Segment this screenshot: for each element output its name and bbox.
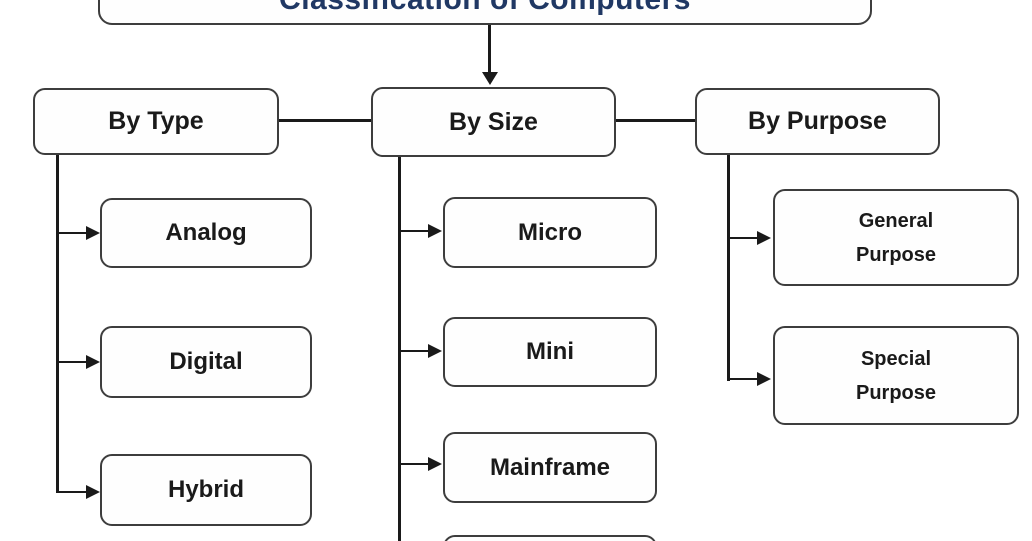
arrowhead-down-icon — [482, 72, 498, 85]
node-analog-label: Analog — [165, 219, 247, 246]
node-by-size-label: By Size — [449, 107, 538, 136]
node-special-purpose-label: Special Purpose — [855, 347, 937, 404]
node-by-size: By Size — [371, 87, 616, 157]
node-digital: Digital — [100, 326, 312, 398]
node-digital-label: Digital — [169, 348, 243, 375]
connector-to-hybrid — [56, 490, 88, 493]
node-general-purpose: General Purpose — [773, 189, 1019, 286]
arrowhead-right-icon — [428, 457, 442, 471]
node-mainframe-label: Mainframe — [489, 453, 611, 481]
arrowhead-right-icon — [757, 372, 771, 386]
branch-line-by-purpose — [727, 155, 730, 381]
node-size-partial — [443, 535, 657, 541]
connector-to-analog — [56, 231, 88, 234]
connector-to-mini — [398, 349, 430, 352]
connector-root-to-bysize — [488, 25, 491, 75]
branch-line-by-size — [398, 157, 401, 541]
node-by-type-label: By Type — [108, 107, 204, 135]
arrowhead-right-icon — [757, 231, 771, 245]
node-micro-label: Micro — [517, 218, 582, 246]
connector-to-digital — [56, 360, 88, 363]
node-mini: Mini — [443, 317, 657, 387]
node-by-purpose: By Purpose — [695, 88, 940, 155]
node-root-label: Classification of Computers — [279, 0, 691, 15]
node-hybrid: Hybrid — [100, 454, 312, 526]
arrowhead-right-icon — [86, 226, 100, 240]
arrowhead-right-icon — [428, 224, 442, 238]
arrowhead-right-icon — [86, 485, 100, 499]
arrowhead-right-icon — [86, 355, 100, 369]
arrowhead-right-icon — [428, 344, 442, 358]
node-root: Classification of Computers — [98, 0, 872, 25]
connector-to-general-purpose — [727, 236, 759, 239]
node-by-type: By Type — [33, 88, 279, 155]
connector-bytype-bysize — [279, 119, 371, 122]
node-mainframe: Mainframe — [443, 432, 657, 503]
connector-bysize-bypurpose — [616, 119, 695, 122]
node-special-purpose: Special Purpose — [773, 326, 1019, 425]
node-micro: Micro — [443, 197, 657, 268]
connector-to-mainframe — [398, 462, 430, 465]
node-general-purpose-label: General Purpose — [855, 209, 937, 266]
branch-line-by-type — [56, 155, 59, 493]
connector-to-micro — [398, 229, 430, 232]
connector-to-special-purpose — [727, 377, 759, 380]
node-mini-label: Mini — [526, 338, 574, 365]
node-by-purpose-label: By Purpose — [748, 107, 887, 135]
node-hybrid-label: Hybrid — [167, 476, 244, 503]
node-analog: Analog — [100, 198, 312, 268]
